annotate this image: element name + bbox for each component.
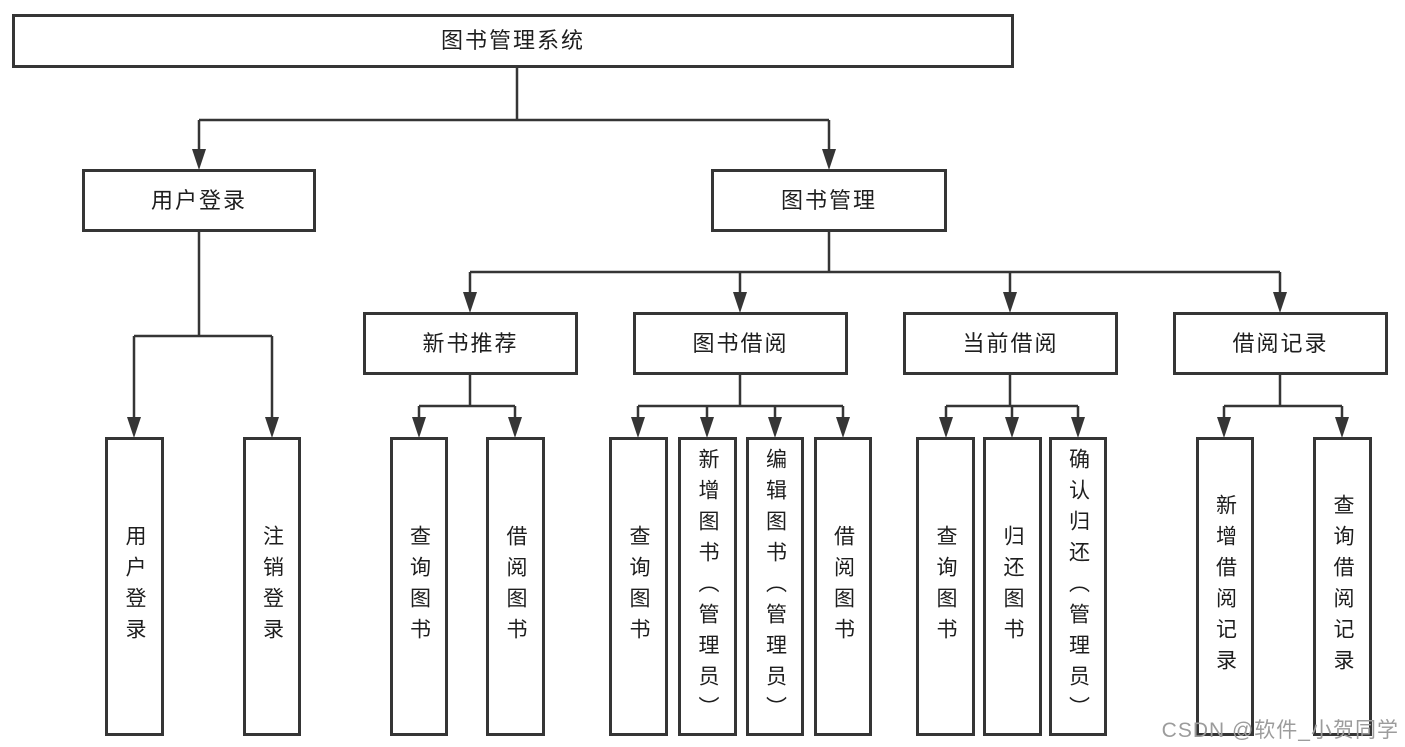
node-br-add: 新增借阅记录 [1196,437,1254,736]
node-root: 图书管理系统 [12,14,1014,68]
arrowhead-icon [412,417,426,438]
arrowhead-icon [1273,292,1287,313]
node-nb-borrow: 借阅图书 [486,437,545,736]
arrowhead-icon [939,417,953,438]
node-bb-add: 新增图书（管理员） [678,437,737,736]
node-login: 用户登录 [105,437,164,736]
arrowhead-icon [1335,417,1349,438]
arrowhead-icon [822,149,836,170]
arrowhead-icon [1005,417,1019,438]
arrowhead-icon [192,149,206,170]
arrowhead-icon [127,417,141,438]
node-book-borrow: 图书借阅 [633,312,848,375]
arrowhead-icon [1003,292,1017,313]
node-cb-query: 查询图书 [916,437,975,736]
node-user-login: 用户登录 [82,169,316,232]
node-borrow-records: 借阅记录 [1173,312,1388,375]
node-br-query: 查询借阅记录 [1313,437,1372,736]
arrowhead-icon [1071,417,1085,438]
arrowhead-icon [1217,417,1231,438]
arrowhead-icon [700,417,714,438]
arrowhead-icon [463,292,477,313]
node-bb-borrow: 借阅图书 [814,437,872,736]
node-cb-confirm: 确认归还（管理员） [1049,437,1107,736]
node-cb-return: 归还图书 [983,437,1042,736]
watermark: CSDN @软件_小贺同学 [1161,719,1399,742]
node-new-books: 新书推荐 [363,312,578,375]
arrowhead-icon [508,417,522,438]
node-logout: 注销登录 [243,437,301,736]
node-current-borrow: 当前借阅 [903,312,1118,375]
node-book-mgmt: 图书管理 [711,169,947,232]
arrowhead-icon [768,417,782,438]
arrowhead-icon [733,292,747,313]
arrowhead-icon [631,417,645,438]
node-bb-edit: 编辑图书（管理员） [746,437,804,736]
arrowhead-icon [836,417,850,438]
node-nb-query: 查询图书 [390,437,448,736]
arrowhead-icon [265,417,279,438]
node-bb-query: 查询图书 [609,437,668,736]
